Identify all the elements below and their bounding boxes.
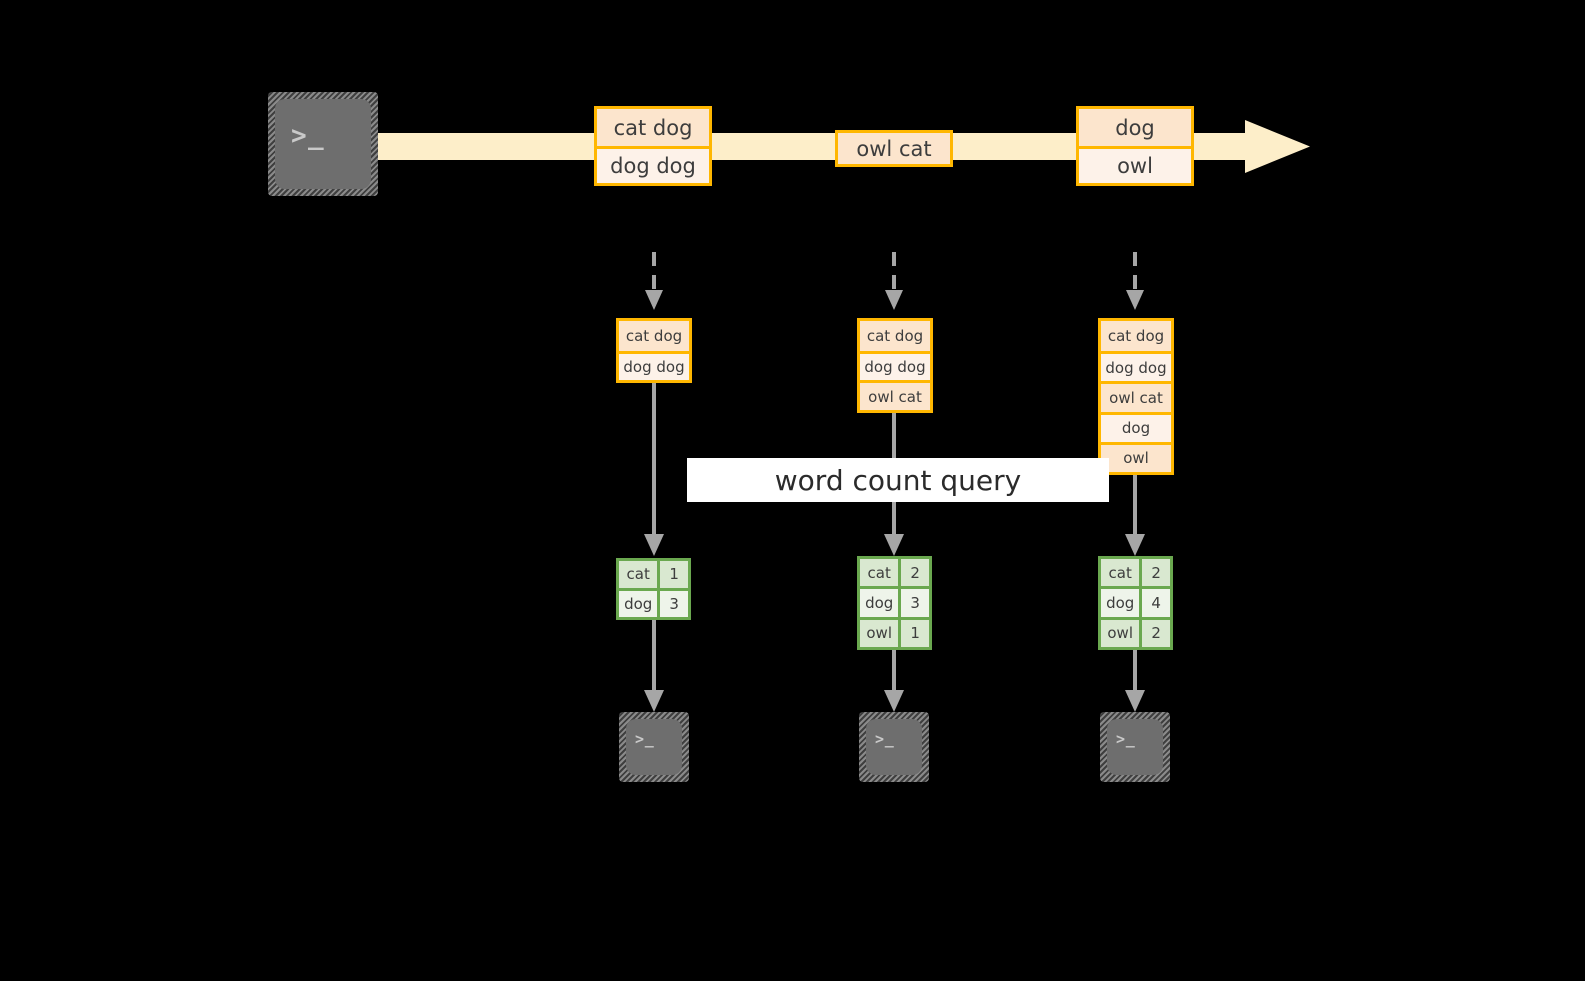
terminal-prompt-glyph: >_ (875, 730, 895, 748)
terminal-prompt-glyph: >_ (1116, 730, 1136, 748)
table-cell-word: cat (1101, 559, 1143, 587)
table-cell-word: owl (1101, 619, 1143, 647)
accumulated-stack-1: cat dog dog dog (616, 318, 692, 383)
accumulated-row: dog dog (860, 350, 930, 381)
accumulated-row: owl cat (1101, 381, 1171, 412)
sink-arrow-1 (644, 620, 664, 712)
table-row: dog 3 (860, 586, 929, 617)
stream-message-2: owl cat (835, 130, 953, 167)
table-cell-word: cat (860, 559, 902, 587)
sink-arrow-2 (884, 650, 904, 712)
accumulated-row: dog (1101, 411, 1171, 442)
table-row: cat 2 (860, 559, 929, 587)
accumulated-stack-2: cat dog dog dog owl cat (857, 318, 933, 413)
banner-label: word count query (774, 463, 1022, 497)
source-terminal-icon: >_ (268, 92, 378, 196)
sink-arrow-3 (1125, 650, 1145, 712)
word-count-query-banner: word count query (687, 458, 1109, 502)
table-cell-count: 2 (1142, 559, 1170, 587)
table-row: dog 4 (1101, 586, 1170, 617)
table-cell-count: 1 (660, 561, 688, 588)
table-cell-count: 4 (1142, 589, 1170, 617)
sink-terminal-icon-1: >_ (619, 712, 689, 782)
accumulated-stack-3: cat dog dog dog owl cat dog owl (1098, 318, 1174, 475)
table-cell-word: dog (1101, 589, 1143, 617)
tap-arrow-2 (885, 252, 903, 310)
tap-arrow-3 (1126, 252, 1144, 310)
stream-message-1: cat dog dog dog (594, 106, 712, 186)
table-cell-word: dog (619, 590, 661, 617)
accumulated-row: cat dog (860, 321, 930, 351)
table-row: dog 3 (619, 587, 688, 617)
table-cell-count: 3 (660, 590, 688, 617)
table-cell-count: 2 (1142, 619, 1170, 647)
accumulated-row: cat dog (1101, 321, 1171, 352)
stream-message-line: dog dog (597, 146, 709, 183)
table-row: cat 2 (1101, 559, 1170, 587)
terminal-prompt-glyph: >_ (291, 121, 325, 151)
stream-message-line: cat dog (597, 109, 709, 146)
table-cell-count: 1 (901, 619, 929, 647)
table-cell-word: owl (860, 619, 902, 647)
query-arrow-3 (1125, 474, 1145, 556)
accumulated-row: dog dog (1101, 351, 1171, 382)
table-cell-count: 3 (901, 589, 929, 617)
accumulated-row: owl cat (860, 380, 930, 410)
terminal-prompt-glyph: >_ (635, 730, 655, 748)
result-table-2: cat 2 dog 3 owl 1 (857, 556, 932, 650)
table-cell-word: cat (619, 561, 661, 588)
stream-message-line: owl cat (838, 133, 950, 164)
table-row: cat 1 (619, 561, 688, 588)
sink-terminal-icon-2: >_ (859, 712, 929, 782)
table-cell-word: dog (860, 589, 902, 617)
table-cell-count: 2 (901, 559, 929, 587)
accumulated-row: dog dog (619, 350, 689, 380)
table-row: owl 1 (860, 616, 929, 647)
accumulated-row: cat dog (619, 321, 689, 351)
accumulated-row: owl (1101, 441, 1171, 472)
stream-message-line: dog (1079, 109, 1191, 146)
sink-terminal-icon-3: >_ (1100, 712, 1170, 782)
tap-arrow-1 (645, 252, 663, 310)
stream-message-3: dog owl (1076, 106, 1194, 186)
result-table-3: cat 2 dog 4 owl 2 (1098, 556, 1173, 650)
result-table-1: cat 1 dog 3 (616, 558, 691, 620)
table-row: owl 2 (1101, 616, 1170, 647)
stream-message-line: owl (1079, 146, 1191, 183)
query-arrow-1 (644, 382, 664, 556)
